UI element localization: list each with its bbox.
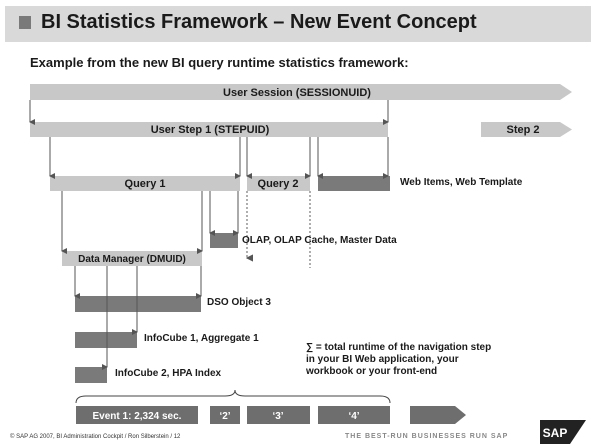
web-items-label: Web Items, Web Template bbox=[400, 177, 523, 188]
infocube-2-bar bbox=[75, 367, 107, 383]
query-1-bar bbox=[50, 176, 240, 191]
event-1-bar bbox=[76, 406, 198, 424]
query-2-bar bbox=[247, 176, 310, 191]
copyright-footer: © SAP AG 2007, BI Administration Cockpit… bbox=[10, 434, 181, 440]
title-bar: BI Statistics Framework – New Event Conc… bbox=[5, 6, 591, 42]
web-items-bar bbox=[318, 176, 390, 191]
event-2-bar bbox=[210, 406, 240, 424]
sap-logo: SAP bbox=[540, 420, 586, 444]
user-step-1-label: User Step 1 (STEPUID) bbox=[151, 124, 270, 136]
user-session-label: User Session (SESSIONUID) bbox=[223, 87, 371, 99]
infocube-1-label: InfoCube 1, Aggregate 1 bbox=[144, 333, 259, 344]
event-3-bar bbox=[247, 406, 310, 424]
event-3-label: ‘3’ bbox=[272, 411, 283, 422]
event-1-label: Event 1: 2,324 sec. bbox=[93, 411, 182, 422]
user-session-bar bbox=[30, 84, 572, 100]
data-manager-label: Data Manager (DMUID) bbox=[78, 254, 186, 265]
event-4-bar bbox=[318, 406, 390, 424]
event-2-label: ‘2’ bbox=[219, 411, 230, 422]
slide-title: BI Statistics Framework – New Event Conc… bbox=[41, 11, 477, 33]
slide-subtitle: Example from the new BI query runtime st… bbox=[30, 55, 409, 70]
dso-bar bbox=[75, 296, 201, 312]
olap-bar bbox=[210, 233, 238, 248]
sigma-note: ∑ = total runtime of the navigation step… bbox=[306, 342, 492, 377]
dotted-connectors bbox=[245, 191, 311, 268]
query-1-label: Query 1 bbox=[125, 178, 166, 190]
connector-lines bbox=[29, 100, 389, 370]
title-marker bbox=[19, 16, 31, 29]
olap-label: OLAP, OLAP Cache, Master Data bbox=[242, 235, 397, 246]
user-step-1-bar bbox=[30, 122, 388, 137]
step-2-arrow bbox=[481, 122, 572, 137]
sap-logo-text: SAP bbox=[543, 426, 568, 440]
event-4-label: ‘4’ bbox=[348, 411, 359, 422]
sigma-bracket bbox=[75, 389, 391, 404]
step-2-label: Step 2 bbox=[506, 124, 539, 136]
next-event-arrow bbox=[410, 406, 466, 424]
tagline: THE BEST-RUN BUSINESSES RUN SAP bbox=[345, 433, 509, 440]
dso-label: DSO Object 3 bbox=[207, 297, 271, 308]
data-manager-bar bbox=[62, 251, 202, 266]
query-2-label: Query 2 bbox=[258, 178, 299, 190]
infocube-2-label: InfoCube 2, HPA Index bbox=[115, 368, 222, 379]
infocube-1-bar bbox=[75, 332, 137, 348]
